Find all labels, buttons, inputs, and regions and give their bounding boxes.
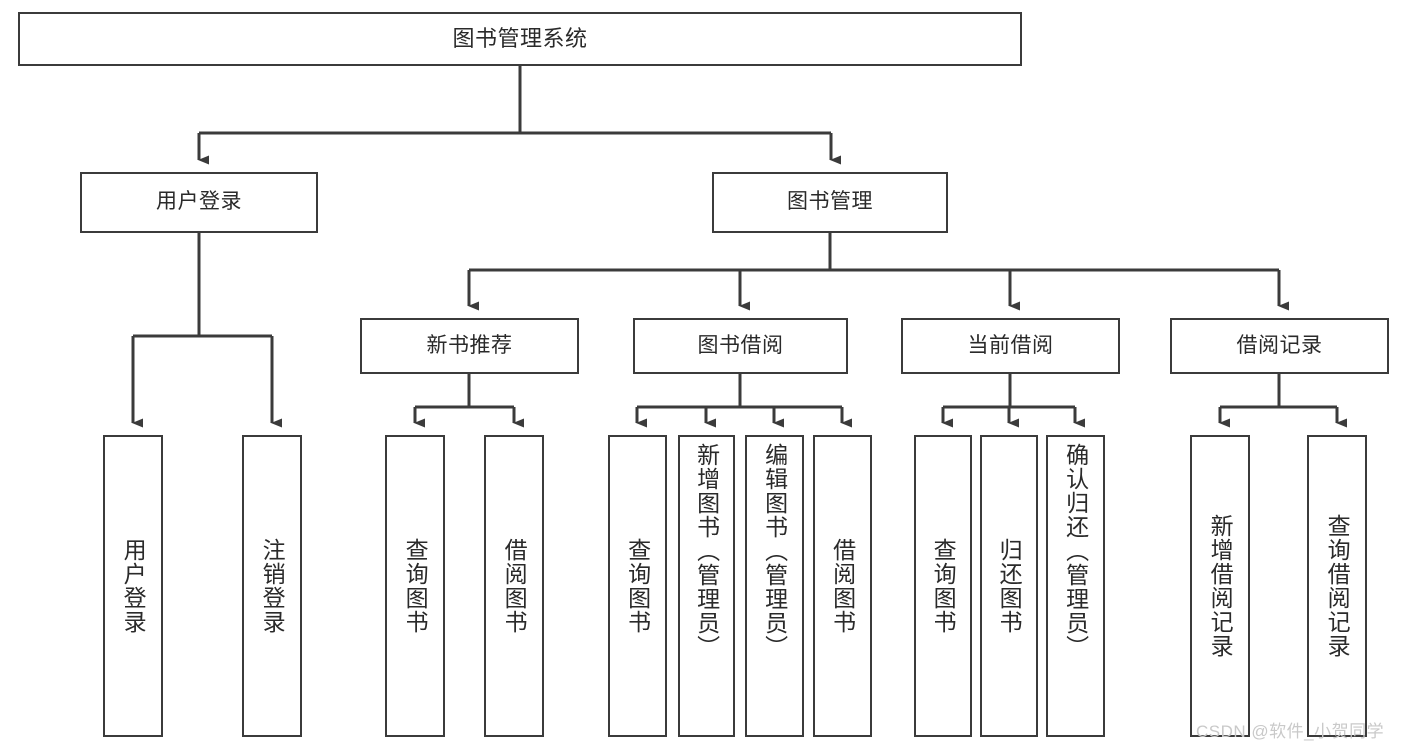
node-leaf-logout[interactable]: 注销登录 (242, 435, 302, 737)
node-leaf-user-login[interactable]: 用户登录 (103, 435, 163, 737)
node-book-manage-label: 图书管理 (787, 190, 873, 214)
node-leaf-user-login-label: 用户登录 (120, 538, 147, 634)
node-borrow-record-label: 借阅记录 (1236, 333, 1323, 357)
node-leaf-add-record-label: 新增借阅记录 (1207, 514, 1234, 658)
node-root[interactable]: 图书管理系统 (18, 12, 1022, 66)
node-book-manage[interactable]: 图书管理 (712, 172, 948, 233)
node-leaf-query-record-label: 查询借阅记录 (1324, 514, 1351, 658)
node-leaf-return-book[interactable]: 归还图书 (980, 435, 1038, 737)
node-borrow-record[interactable]: 借阅记录 (1170, 318, 1389, 374)
node-leaf-edit-book-label: 编辑图书（管理员） (761, 443, 788, 659)
node-leaf-borrow-book-1[interactable]: 借阅图书 (484, 435, 544, 737)
node-book-borrow-label: 图书借阅 (697, 333, 784, 357)
node-leaf-add-book-label: 新增图书（管理员） (693, 443, 720, 659)
node-leaf-return-book-label: 归还图书 (996, 538, 1023, 634)
node-leaf-query-book-1-label: 查询图书 (402, 538, 429, 634)
node-leaf-query-book-3-label: 查询图书 (930, 538, 957, 634)
node-leaf-query-book-1[interactable]: 查询图书 (385, 435, 445, 737)
node-root-label: 图书管理系统 (452, 26, 588, 52)
node-new-book-rec[interactable]: 新书推荐 (360, 318, 579, 374)
node-leaf-add-record[interactable]: 新增借阅记录 (1190, 435, 1250, 737)
node-leaf-query-book-3[interactable]: 查询图书 (914, 435, 972, 737)
node-leaf-query-book-2[interactable]: 查询图书 (608, 435, 667, 737)
node-leaf-borrow-book-1-label: 借阅图书 (501, 538, 528, 634)
node-current-borrow-label: 当前借阅 (967, 333, 1054, 357)
node-user-login-label: 用户登录 (156, 190, 242, 214)
node-leaf-query-record[interactable]: 查询借阅记录 (1307, 435, 1367, 737)
node-book-borrow[interactable]: 图书借阅 (633, 318, 848, 374)
node-leaf-borrow-book-2[interactable]: 借阅图书 (813, 435, 872, 737)
node-leaf-add-book[interactable]: 新增图书（管理员） (678, 435, 735, 737)
node-leaf-query-book-2-label: 查询图书 (624, 538, 651, 634)
node-current-borrow[interactable]: 当前借阅 (901, 318, 1120, 374)
node-user-login[interactable]: 用户登录 (80, 172, 318, 233)
node-leaf-borrow-book-2-label: 借阅图书 (829, 538, 856, 634)
node-leaf-confirm-return[interactable]: 确认归还（管理员） (1046, 435, 1105, 737)
node-leaf-logout-label: 注销登录 (259, 538, 286, 634)
node-leaf-confirm-return-label: 确认归还（管理员） (1062, 443, 1089, 659)
node-leaf-edit-book[interactable]: 编辑图书（管理员） (745, 435, 804, 737)
node-new-book-rec-label: 新书推荐 (426, 333, 513, 357)
